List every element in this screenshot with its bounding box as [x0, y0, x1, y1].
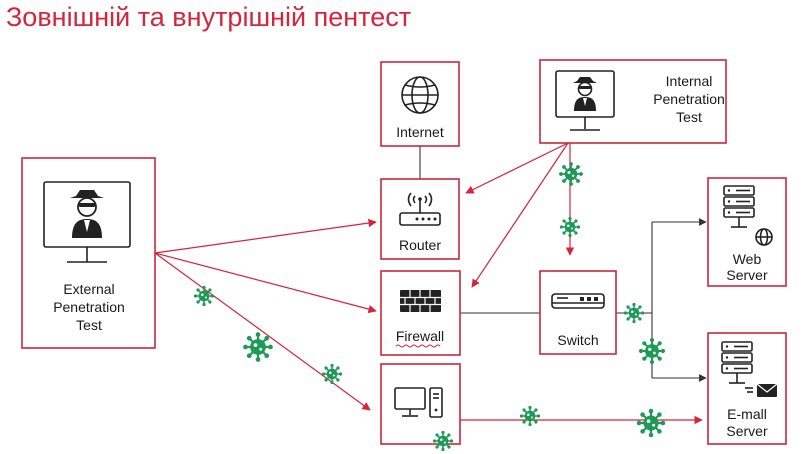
internet-node: Internet [380, 61, 460, 147]
hacker-monitor-icon [555, 70, 615, 131]
router-label: Router [399, 237, 441, 253]
internet-label: Internet [396, 124, 444, 140]
firewall-label: Firewall [396, 328, 444, 344]
virus-icon [623, 302, 645, 324]
switch-label: Switch [557, 332, 598, 348]
virus-icon [321, 363, 343, 385]
virus-icon [559, 216, 581, 238]
email-server-label-line1: E-mall [727, 406, 767, 422]
internal-label-line1: Internal [666, 73, 713, 89]
virus-icon [242, 331, 274, 363]
arrow-external-router [154, 218, 377, 254]
email-server-node: E-mall Server [707, 332, 787, 445]
arrow-internal-firewall [471, 142, 569, 288]
connectors [154, 142, 707, 425]
external-label-line3: Test [76, 317, 102, 333]
external-pentest-node: External Penetration Test [21, 157, 156, 349]
virus-icon [635, 407, 667, 439]
spellcheck-underline [395, 344, 441, 348]
globe-icon [755, 228, 773, 246]
server-rack-icon [721, 341, 753, 384]
virus-icon [637, 336, 667, 366]
virus-icon [558, 161, 584, 187]
internal-label-line2: Penetration [653, 91, 725, 107]
router-node: Router [380, 178, 460, 260]
workstation-node [380, 363, 461, 445]
arrow-internal-router [465, 142, 569, 194]
web-server-label-line1: Web [733, 251, 762, 267]
virus-icon [519, 405, 541, 427]
switch-node: Switch [539, 270, 617, 355]
internal-pentest-node: Internal Penetration Test [539, 59, 727, 144]
arrow-external-workstation [154, 252, 371, 411]
page-title: Зовнішній та внутрішній пентест [6, 2, 412, 32]
email-server-label-line2: Server [726, 423, 768, 439]
wifi-router-icon [399, 192, 441, 226]
network-switch-icon [551, 293, 605, 309]
external-label-line1: External [63, 281, 114, 297]
virus-icon [432, 430, 454, 452]
virus-icon [193, 285, 215, 307]
arrow-external-firewall [154, 252, 377, 314]
server-rack-icon [723, 185, 755, 228]
web-server-label-line2: Server [726, 267, 768, 283]
hacker-monitor-icon [43, 181, 131, 263]
brick-wall-icon [400, 290, 441, 312]
internal-label-line3: Test [676, 109, 702, 125]
desktop-computer-icon [394, 387, 443, 418]
web-server-node: Web Server [707, 177, 787, 287]
firewall-node: Firewall [380, 270, 461, 356]
globe-icon [401, 76, 439, 114]
envelope-icon [745, 383, 778, 397]
external-label-line2: Penetration [53, 299, 125, 315]
